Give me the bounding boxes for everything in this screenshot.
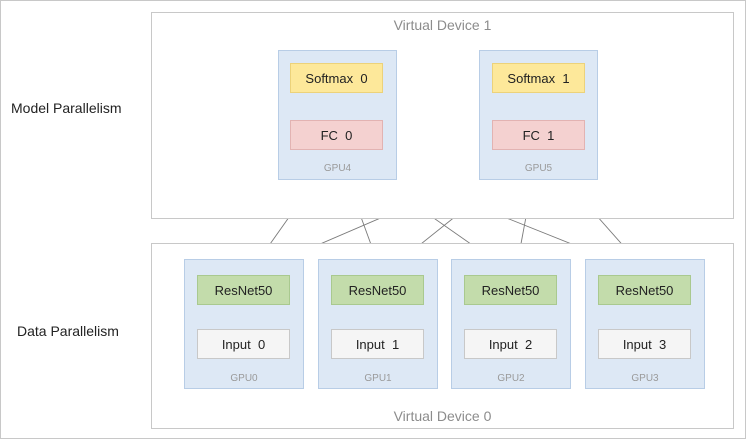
resnet50-2-node: ResNet50 (464, 275, 557, 305)
fc-0-node: FC 0 (290, 120, 383, 150)
input-3-node: Input 3 (598, 329, 691, 359)
gpu5-label: GPU5 (524, 163, 553, 174)
gpu0-label: GPU0 (230, 373, 258, 384)
virtual-device-0-label: Virtual Device 0 (393, 408, 492, 424)
virtual-device-1-label: Virtual Device 1 (393, 17, 492, 33)
model-parallelism-label: Model Parallelism (11, 100, 122, 116)
input-1-node: Input 1 (331, 329, 424, 359)
softmax-0-node: Softmax 0 (290, 63, 383, 93)
input-2-node: Input 2 (464, 329, 557, 359)
virtual-device-1: Virtual Device 1 (151, 12, 734, 219)
input-0-node: Input 0 (197, 329, 290, 359)
resnet50-0-node: ResNet50 (197, 275, 290, 305)
resnet50-1-node: ResNet50 (331, 275, 424, 305)
gpu2-label: GPU2 (497, 373, 525, 384)
softmax-1-node: Softmax 1 (492, 63, 585, 93)
resnet50-3-node: ResNet50 (598, 275, 691, 305)
fc-1-node: FC 1 (492, 120, 585, 150)
gpu4-label: GPU4 (323, 163, 352, 174)
data-parallelism-label: Data Parallelism (17, 323, 119, 339)
gpu3-label: GPU3 (631, 373, 659, 384)
gpu1-label: GPU1 (364, 373, 392, 384)
